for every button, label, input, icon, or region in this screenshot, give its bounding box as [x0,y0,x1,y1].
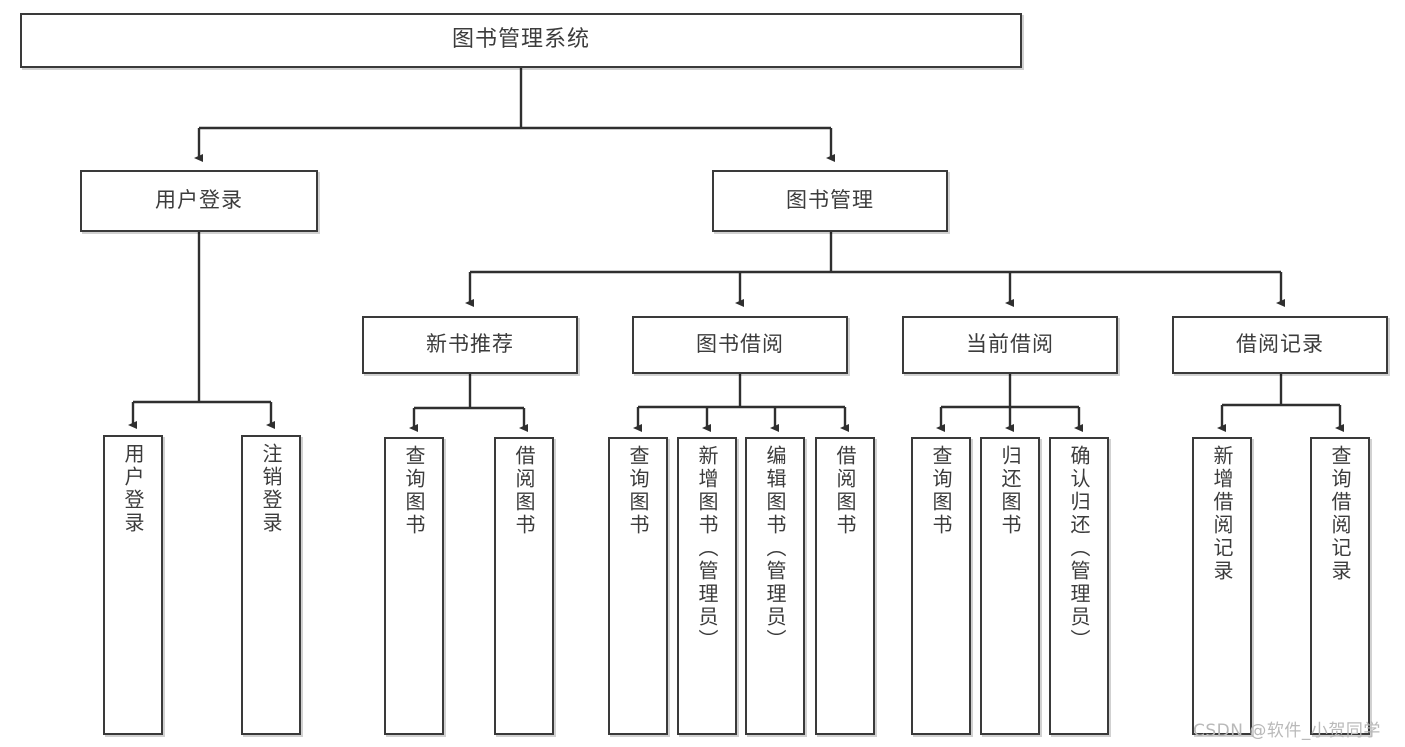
node-leaf-borrow-book-2-label: 借阅图书 [833,445,857,537]
node-new-book-recommend-label: 新书推荐 [426,332,514,357]
node-leaf-query-book-2-label: 查询图书 [626,445,650,537]
node-leaf-return-book[interactable]: 归还图书 [980,437,1040,735]
node-user-login-label: 用户登录 [155,188,243,213]
node-leaf-edit-book[interactable]: 编辑图书（管理员） [745,437,805,735]
node-book-management-label: 图书管理 [786,188,874,213]
node-leaf-query-record[interactable]: 查询借阅记录 [1310,437,1370,735]
node-book-borrow[interactable]: 图书借阅 [632,316,848,374]
node-leaf-borrow-book-2[interactable]: 借阅图书 [815,437,875,735]
node-root-label: 图书管理系统 [451,27,590,53]
node-leaf-edit-book-label: 编辑图书（管理员） [763,445,787,652]
node-leaf-query-book-3[interactable]: 查询图书 [911,437,971,735]
node-leaf-user-login-label: 用户登录 [121,443,145,535]
node-book-borrow-label: 图书借阅 [696,332,784,357]
node-leaf-add-book-label: 新增图书（管理员） [695,445,719,652]
node-leaf-query-book-3-label: 查询图书 [929,445,953,537]
node-leaf-logout-login-label: 注销登录 [259,443,283,535]
node-leaf-query-book-1[interactable]: 查询图书 [384,437,444,735]
node-leaf-borrow-book-1-label: 借阅图书 [512,445,536,537]
node-leaf-add-book[interactable]: 新增图书（管理员） [677,437,737,735]
node-leaf-confirm-return-label: 确认归还（管理员） [1067,445,1091,652]
node-current-borrow[interactable]: 当前借阅 [902,316,1118,374]
node-leaf-query-record-label: 查询借阅记录 [1328,445,1352,583]
node-leaf-return-book-label: 归还图书 [998,445,1022,537]
node-book-management[interactable]: 图书管理 [712,170,948,232]
node-leaf-query-book-2[interactable]: 查询图书 [608,437,668,735]
node-new-book-recommend[interactable]: 新书推荐 [362,316,578,374]
node-leaf-user-login[interactable]: 用户登录 [103,435,163,735]
node-current-borrow-label: 当前借阅 [966,332,1054,357]
node-leaf-add-record[interactable]: 新增借阅记录 [1192,437,1252,735]
node-leaf-add-record-label: 新增借阅记录 [1210,445,1234,583]
node-root[interactable]: 图书管理系统 [20,13,1022,68]
node-leaf-borrow-book-1[interactable]: 借阅图书 [494,437,554,735]
node-leaf-logout-login[interactable]: 注销登录 [241,435,301,735]
node-leaf-query-book-1-label: 查询图书 [402,445,426,537]
node-user-login[interactable]: 用户登录 [80,170,318,232]
csdn-watermark: CSDN @软件_小贺同学 [1193,721,1381,741]
node-leaf-confirm-return[interactable]: 确认归还（管理员） [1049,437,1109,735]
node-borrow-record[interactable]: 借阅记录 [1172,316,1388,374]
node-borrow-record-label: 借阅记录 [1236,332,1324,357]
